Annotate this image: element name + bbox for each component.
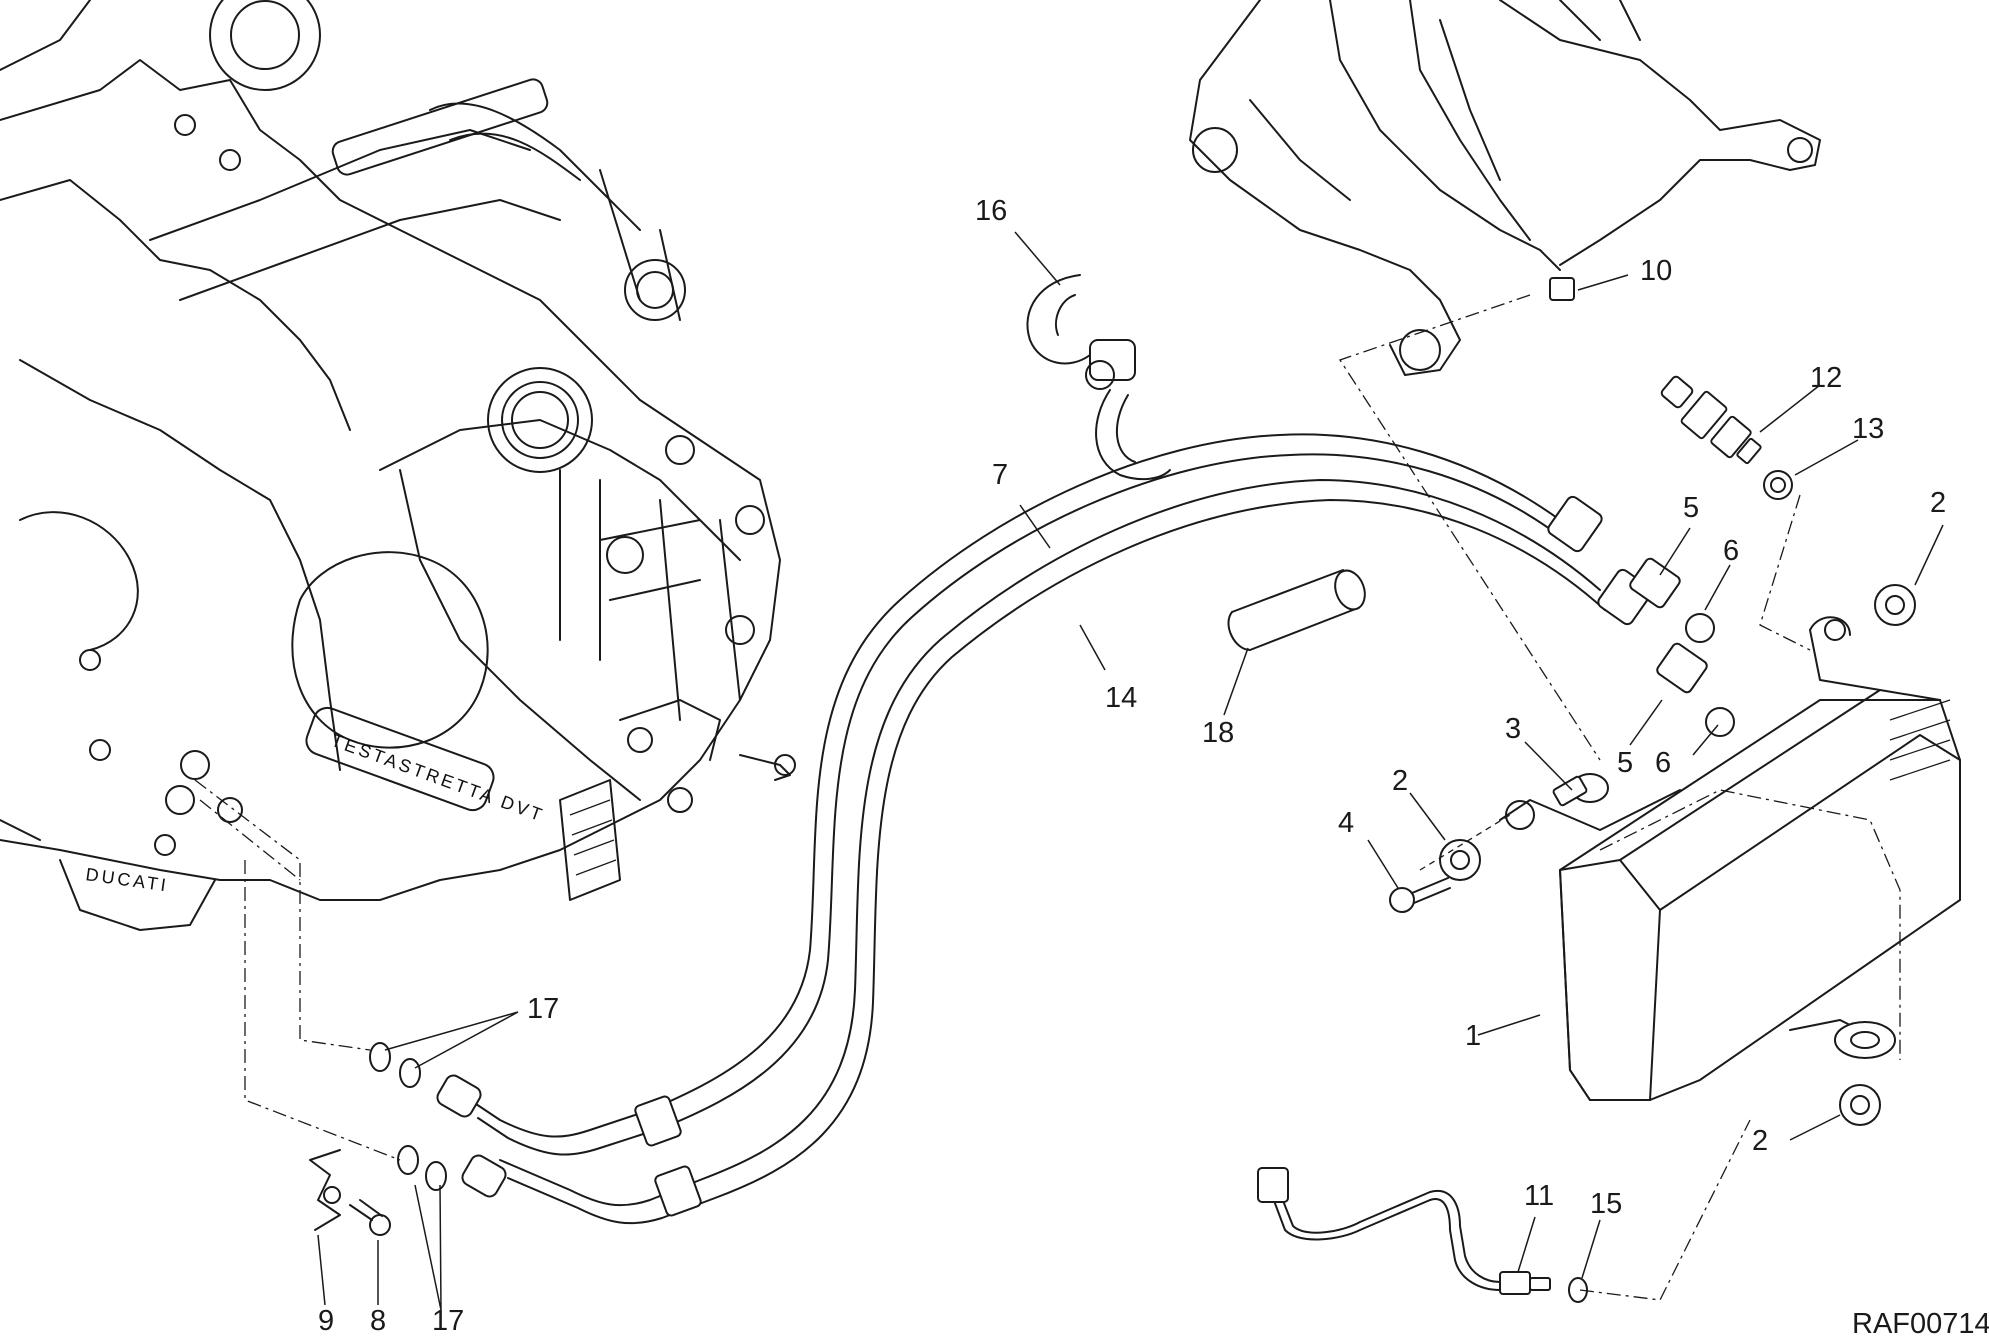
assembly-lines: [194, 294, 1901, 1301]
screw-4: [1389, 877, 1451, 913]
callout-5-upper: 5: [1683, 492, 1699, 524]
callout-12: 12: [1810, 362, 1842, 394]
leader-lines: [317, 231, 1944, 1311]
protective-sleeve-18: [1227, 569, 1366, 651]
callout-17-upper: 17: [527, 993, 559, 1025]
washer-13: [1763, 470, 1793, 500]
callout-2-top: 2: [1930, 487, 1946, 519]
temperature-sensor-12: [1660, 375, 1762, 465]
frame-illustration: [1189, 0, 1821, 376]
oil-hoses: [436, 433, 1653, 1225]
grommets-2: [1439, 584, 1916, 1126]
callout-11: 11: [1524, 1180, 1554, 1212]
o-rings-17: [369, 1042, 447, 1191]
engine-illustration: TESTASTRETTA DVT DUCATI: [0, 0, 796, 931]
bracket-9: [309, 1149, 341, 1231]
callout-4: 4: [1338, 807, 1354, 839]
callout-10: 10: [1640, 255, 1672, 287]
callout-18: 18: [1202, 717, 1234, 749]
fittings-5: [1629, 557, 1708, 694]
callout-16: 16: [975, 195, 1007, 227]
washer-15: [1568, 1277, 1588, 1303]
drawing-code: RAF00714: [1852, 1308, 1989, 1340]
callout-6-lower: 6: [1655, 747, 1671, 779]
callout-2-middle: 2: [1392, 765, 1408, 797]
callout-3: 3: [1505, 713, 1521, 745]
engine-cover-text: TESTASTRETTA DVT: [329, 730, 548, 826]
washers-6: [1685, 613, 1735, 737]
callout-5-lower: 5: [1617, 747, 1633, 779]
callout-7: 7: [992, 459, 1008, 491]
callout-8: 8: [370, 1305, 386, 1337]
hose-clip-16: [1026, 274, 1171, 481]
callout-labels: 1 2 2 2 3 4 5 5 6 6 7 8 9 10 11 12 13 14…: [318, 195, 1946, 1337]
callout-17-lower: 17: [432, 1305, 464, 1337]
oil-cooler-1: [1499, 616, 1961, 1101]
screw-8: [349, 1199, 391, 1236]
callout-15: 15: [1590, 1188, 1622, 1220]
sensor-cable-11: [1257, 1167, 1551, 1295]
callout-9: 9: [318, 1305, 334, 1337]
clip-10: [1549, 277, 1575, 301]
callout-1: 1: [1465, 1020, 1481, 1052]
spacer-3: [1552, 773, 1609, 807]
callout-2-bottom: 2: [1752, 1125, 1768, 1157]
callout-14: 14: [1105, 682, 1137, 714]
callout-6-upper: 6: [1723, 535, 1739, 567]
callout-13: 13: [1852, 413, 1884, 445]
